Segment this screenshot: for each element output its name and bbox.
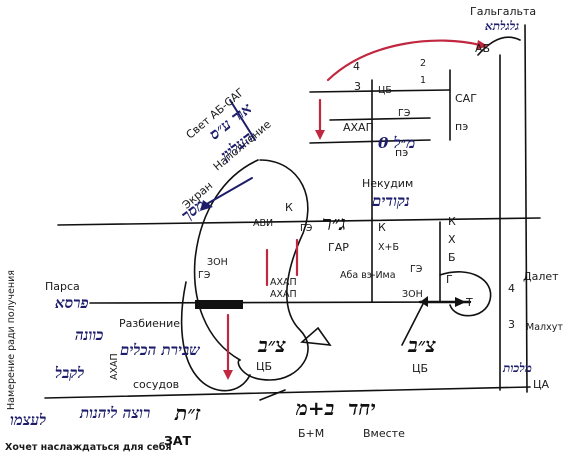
red-arrow-zat-head <box>223 370 233 380</box>
heb-malchut: מלכות <box>502 361 532 375</box>
label-k-aba: К <box>378 221 386 234</box>
label-cb-zat: ЦБ <box>256 360 272 373</box>
label-pe-top: пэ <box>395 146 408 159</box>
nekudim-outline-right <box>237 159 309 381</box>
label-t: Т <box>465 296 473 309</box>
label-ge-small: ГЭ <box>198 270 211 281</box>
heb-lekabel: לקבל <box>55 364 84 382</box>
sag-pe-line <box>309 139 431 144</box>
sag-ge-line <box>329 117 431 121</box>
label-zon-small: ЗОН <box>207 257 228 268</box>
heb-lesamo: לעצמו <box>10 411 46 429</box>
cb-right-arrow-head <box>420 296 428 307</box>
heb-galgalta: גלגלתא <box>484 19 519 33</box>
heb-zb-left: צ״ב <box>257 333 286 357</box>
label-ge-mid: ГЭ <box>300 223 313 234</box>
label-razbienie: Разбиение <box>119 317 180 330</box>
label-vmeste: Вместе <box>363 427 405 440</box>
heb-bm: ב+מ <box>295 396 334 420</box>
red-arc-from-galgalta <box>326 39 482 82</box>
galgalta-head-arc <box>477 36 521 56</box>
label-achap-top: АХАП <box>343 121 374 134</box>
heb-yachad: יחד <box>348 396 375 420</box>
label-avi: АВИ <box>253 218 273 229</box>
heb-zb-right: צ״ב <box>407 333 436 357</box>
label-ab: АБ <box>475 42 490 55</box>
label-galgalta: Гальгальта <box>470 5 536 18</box>
label-dalet: Далет <box>523 270 559 283</box>
label-malchut: Малхут <box>526 322 563 333</box>
label-achap-vert: АХАП <box>109 353 120 380</box>
label-k-right: К <box>448 215 456 228</box>
label-b-right: Б <box>448 251 456 264</box>
label-sosudov: сосудов <box>133 378 179 391</box>
galgalta-right-line <box>524 24 528 393</box>
label-cb-top: ЦБ <box>378 85 392 96</box>
label-sag: САГ <box>455 92 477 105</box>
label-g-right: Г <box>446 273 453 286</box>
label-k-nekudim: К <box>285 201 293 214</box>
zat-body-outline <box>180 281 251 392</box>
triangle-marker <box>300 326 332 346</box>
parsa-line <box>89 301 471 304</box>
label-achap-mid1: АХАП <box>270 277 297 288</box>
ta-loop-outline <box>439 271 492 317</box>
bm-link <box>259 389 286 401</box>
heb-rotze: רוצה ליהנות <box>79 404 150 422</box>
label-ge-right: ГЭ <box>410 264 423 275</box>
red-arrow-head <box>315 130 325 140</box>
heb-nekudim: נקודים <box>372 192 410 210</box>
label-xb: Х+Б <box>378 242 399 253</box>
label-num-1-top: 1 <box>420 75 426 86</box>
sag-top-line <box>309 89 451 93</box>
parsa-arrow-head <box>455 297 466 307</box>
fill-arrow-head <box>200 200 213 211</box>
label-num-2-top: 2 <box>420 58 426 69</box>
label-ge-top: ГЭ <box>398 108 411 119</box>
heb-shvirat: שבירת הכלים <box>120 341 200 359</box>
heb-sag-pe: 0 מ״ל <box>378 134 415 152</box>
label-num-3-top: 3 <box>354 80 361 93</box>
heb-zat: ז״ת <box>174 401 201 425</box>
label-parsa: Парса <box>45 280 80 293</box>
label-x-right: Х <box>448 233 456 246</box>
label-namerenie: Намерение ради получения <box>6 270 17 410</box>
heb-parsa: פרסא <box>54 294 89 312</box>
label-achap-mid2: АХАП <box>270 289 297 300</box>
label-num-3-right: 3 <box>508 318 515 331</box>
label-num-4-right: 4 <box>508 282 515 295</box>
label-bm: Б+М <box>298 427 324 440</box>
bottom-line <box>44 386 531 399</box>
label-cb-right: ЦБ <box>412 362 428 375</box>
nekudim-tabur-line <box>57 217 541 226</box>
light-arrow <box>229 99 256 141</box>
heb-kavanah: כוונה <box>75 326 104 344</box>
label-ca: ЦА <box>533 378 550 391</box>
label-gar: ГАР <box>328 241 349 254</box>
red-arc-head <box>476 40 488 50</box>
label-nekudim: Некудим <box>362 177 413 190</box>
cb-right-arrow <box>401 299 426 346</box>
parsa-bar <box>195 300 243 309</box>
label-zat: ЗАТ <box>164 433 192 448</box>
label-pe-sag: пэ <box>455 120 468 133</box>
heb-gar: ג״ר <box>322 211 346 235</box>
label-zon-right: ЗОН <box>402 289 423 300</box>
nekudim-outline-left <box>193 159 259 361</box>
label-hochet: Хочет наслаждаться для себя <box>5 442 172 453</box>
fill-arrow <box>204 177 253 206</box>
label-aba-ve-ima: Аба вэ-Има <box>340 270 396 281</box>
label-num-4-top: 4 <box>353 60 360 73</box>
